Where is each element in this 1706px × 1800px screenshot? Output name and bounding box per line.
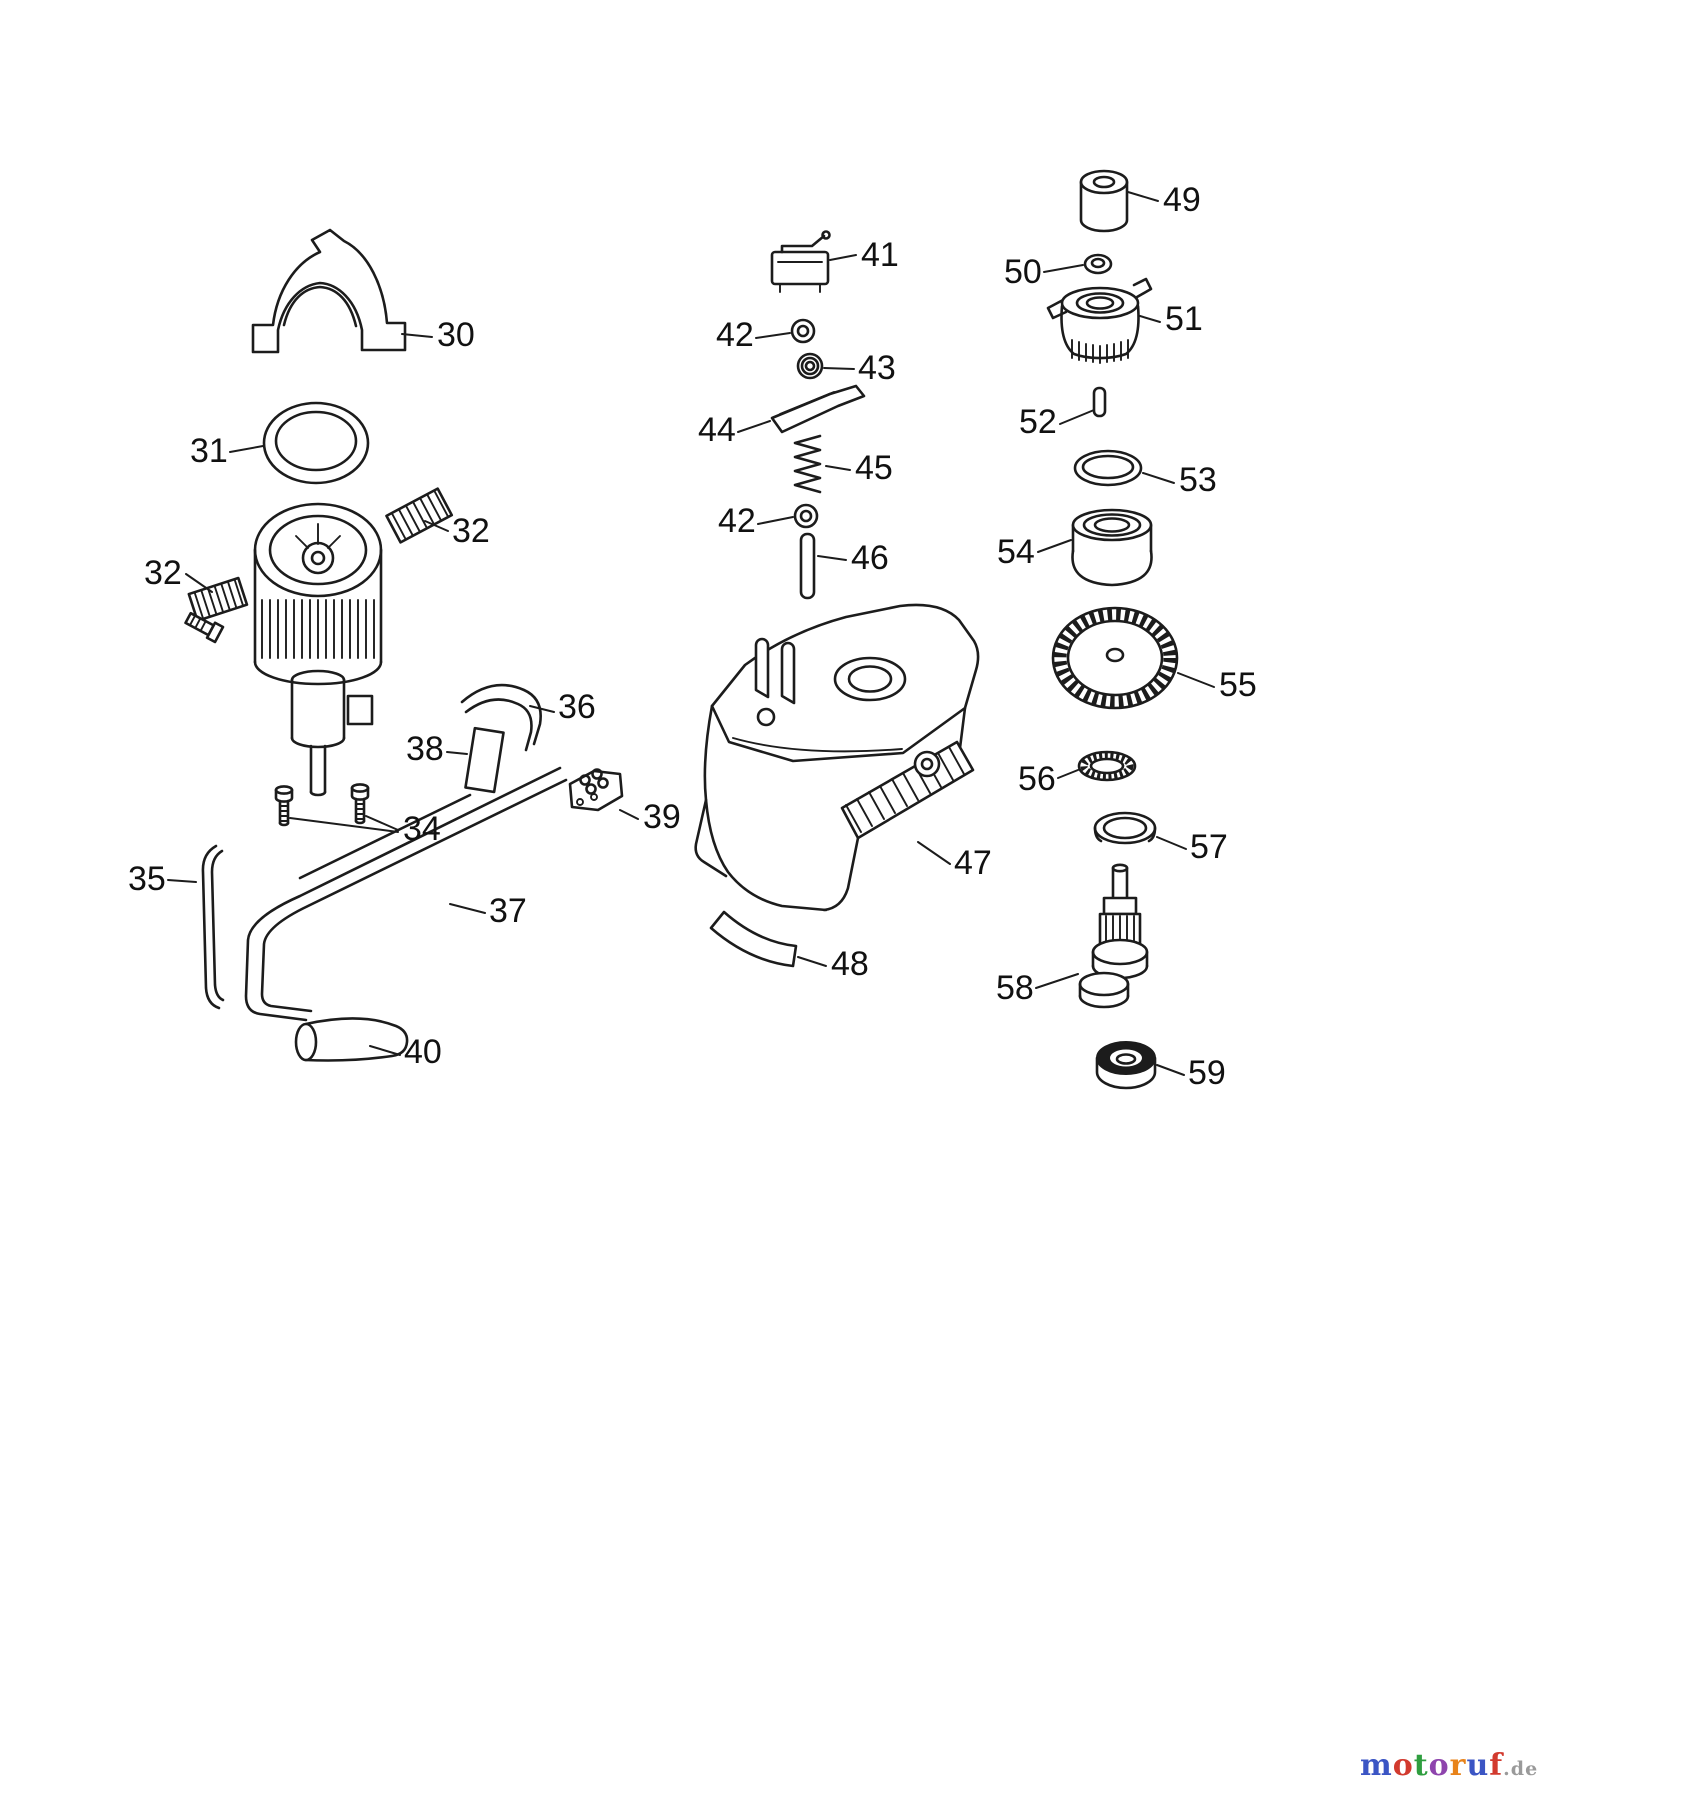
part-59-bearing-drawing bbox=[1095, 1041, 1157, 1090]
part-54-bushing-drawing bbox=[1071, 508, 1153, 587]
callout-31: 31 bbox=[190, 432, 228, 470]
callout-53: 53 bbox=[1179, 461, 1217, 499]
callout-49: 49 bbox=[1163, 181, 1201, 219]
part-55-gear-drawing bbox=[1051, 606, 1179, 710]
callout-48: 48 bbox=[831, 945, 869, 983]
part-47-housing-drawing bbox=[694, 603, 980, 912]
callout-42-a: 42 bbox=[716, 316, 754, 354]
watermark-word: motoruf bbox=[1360, 1748, 1503, 1783]
part-36-wire-drawing bbox=[460, 683, 542, 752]
callout-35: 35 bbox=[128, 860, 166, 898]
part-39-terminal-block-drawing bbox=[568, 768, 624, 812]
part-35-wire-drawing bbox=[201, 844, 225, 1010]
callout-44: 44 bbox=[698, 411, 736, 449]
callout-51: 51 bbox=[1165, 300, 1203, 338]
part-42-washer-upper-drawing bbox=[790, 318, 816, 344]
watermark-letter: u bbox=[1466, 1748, 1490, 1783]
callout-38: 38 bbox=[406, 730, 444, 768]
callout-47: 47 bbox=[954, 844, 992, 882]
part-46-pin-drawing bbox=[799, 532, 816, 600]
part-50-washer-drawing bbox=[1083, 253, 1113, 275]
part-57-ring-drawing bbox=[1093, 811, 1157, 845]
callout-45: 45 bbox=[855, 449, 893, 487]
callout-50: 50 bbox=[1004, 253, 1042, 291]
callout-54: 54 bbox=[997, 533, 1035, 571]
callout-34: 34 bbox=[403, 810, 441, 848]
callout-58: 58 bbox=[996, 969, 1034, 1007]
part-52-pin-drawing bbox=[1092, 386, 1107, 418]
part-32-brush-upper-drawing bbox=[385, 487, 454, 544]
callout-55: 55 bbox=[1219, 666, 1257, 704]
leader-lines bbox=[167, 191, 1215, 1076]
part-40-hose-drawing bbox=[294, 1017, 409, 1062]
part-53-oring-drawing bbox=[1073, 449, 1143, 487]
callout-57: 57 bbox=[1190, 828, 1228, 866]
part-42-washer-lower-drawing bbox=[793, 503, 819, 529]
watermark-letter: o bbox=[1428, 1748, 1450, 1783]
part-38-block-drawing bbox=[464, 726, 505, 794]
callout-36: 36 bbox=[558, 688, 596, 726]
part-44-lever-drawing bbox=[770, 384, 866, 434]
part-31-ring-drawing bbox=[262, 401, 370, 485]
callout-56: 56 bbox=[1018, 760, 1056, 798]
part-43-washer-drawing bbox=[796, 352, 824, 380]
armature-drawing bbox=[253, 502, 383, 797]
part-58-pinion-drawing bbox=[1078, 863, 1149, 1009]
part-41-switch-drawing bbox=[770, 230, 831, 293]
callout-labels: 30 31 32 32 34 35 36 37 38 39 40 41 42 4… bbox=[128, 181, 1257, 1092]
callout-42-b: 42 bbox=[718, 502, 756, 540]
watermark-letter: r bbox=[1449, 1748, 1467, 1783]
watermark-letter: m bbox=[1360, 1748, 1393, 1783]
watermark-letter: f bbox=[1489, 1748, 1504, 1783]
part-30-yoke-drawing bbox=[251, 228, 407, 354]
callout-37: 37 bbox=[489, 892, 527, 930]
part-48-shoe-drawing bbox=[709, 910, 798, 968]
part-32-brush-left-drawing bbox=[184, 576, 249, 644]
part-45-spring-drawing bbox=[793, 434, 822, 494]
part-37-wire-drawing bbox=[244, 766, 568, 1022]
callout-30: 30 bbox=[437, 316, 475, 354]
part-56-ring-drawing bbox=[1077, 750, 1137, 782]
part-51-collet-drawing bbox=[1046, 277, 1153, 364]
callout-32-a: 32 bbox=[452, 512, 490, 550]
callout-52: 52 bbox=[1019, 403, 1057, 441]
callout-59: 59 bbox=[1188, 1054, 1226, 1092]
callout-46: 46 bbox=[851, 539, 889, 577]
callout-32-b: 32 bbox=[144, 554, 182, 592]
callout-41: 41 bbox=[861, 236, 899, 274]
part-49-cylinder-drawing bbox=[1079, 169, 1129, 233]
callout-43: 43 bbox=[858, 349, 896, 387]
watermark-letter: t bbox=[1413, 1748, 1429, 1783]
watermark-letter: o bbox=[1392, 1748, 1414, 1783]
watermark: motoruf.de bbox=[1360, 1748, 1538, 1783]
callout-40: 40 bbox=[404, 1033, 442, 1071]
watermark-suffix: .de bbox=[1503, 1758, 1539, 1780]
callout-39: 39 bbox=[643, 798, 681, 836]
